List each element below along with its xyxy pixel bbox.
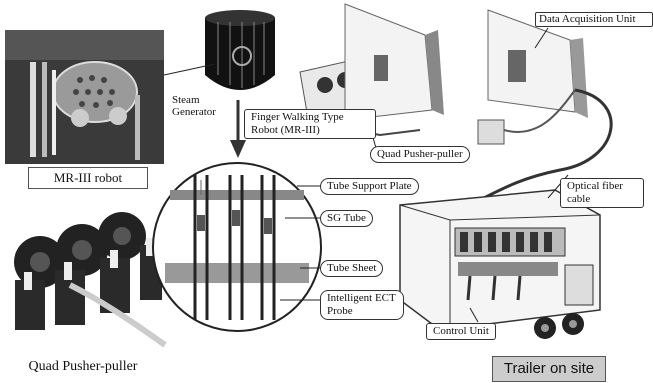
finger-walking-robot-label: Finger Walking Type Robot (MR-III)	[244, 109, 376, 139]
intelligent-ect-probe-label: Intelligent ECT Probe	[320, 290, 404, 320]
quad-pusher-puller-photo	[2, 195, 167, 351]
tube-support-plate-label: Tube Support Plate	[320, 178, 419, 195]
trailer	[400, 190, 600, 339]
mr3-robot-caption: MR-III robot	[28, 167, 148, 189]
mr3-robot-photo	[5, 30, 164, 164]
steam-generator-vessel	[205, 10, 275, 90]
quad-pusher-puller-caption: Quad Pusher-puller	[2, 357, 164, 379]
trailer-on-site-caption: Trailer on site	[492, 356, 606, 382]
zoom-arrow	[230, 140, 246, 158]
tube-magnified-view	[153, 163, 321, 331]
optical-fiber-cable-label: Optical fiber cable	[560, 178, 644, 208]
tube-sheet-label: Tube Sheet	[320, 260, 383, 277]
sg-tube-label: SG Tube	[320, 210, 373, 227]
steam-generator-label: Steam Generator	[172, 94, 224, 118]
quad-pusher-puller-label: Quad Pusher-puller	[370, 146, 470, 163]
data-acquisition-unit-label: Data Acquisition Unit	[535, 12, 653, 27]
control-unit-label: Control Unit	[426, 323, 496, 340]
